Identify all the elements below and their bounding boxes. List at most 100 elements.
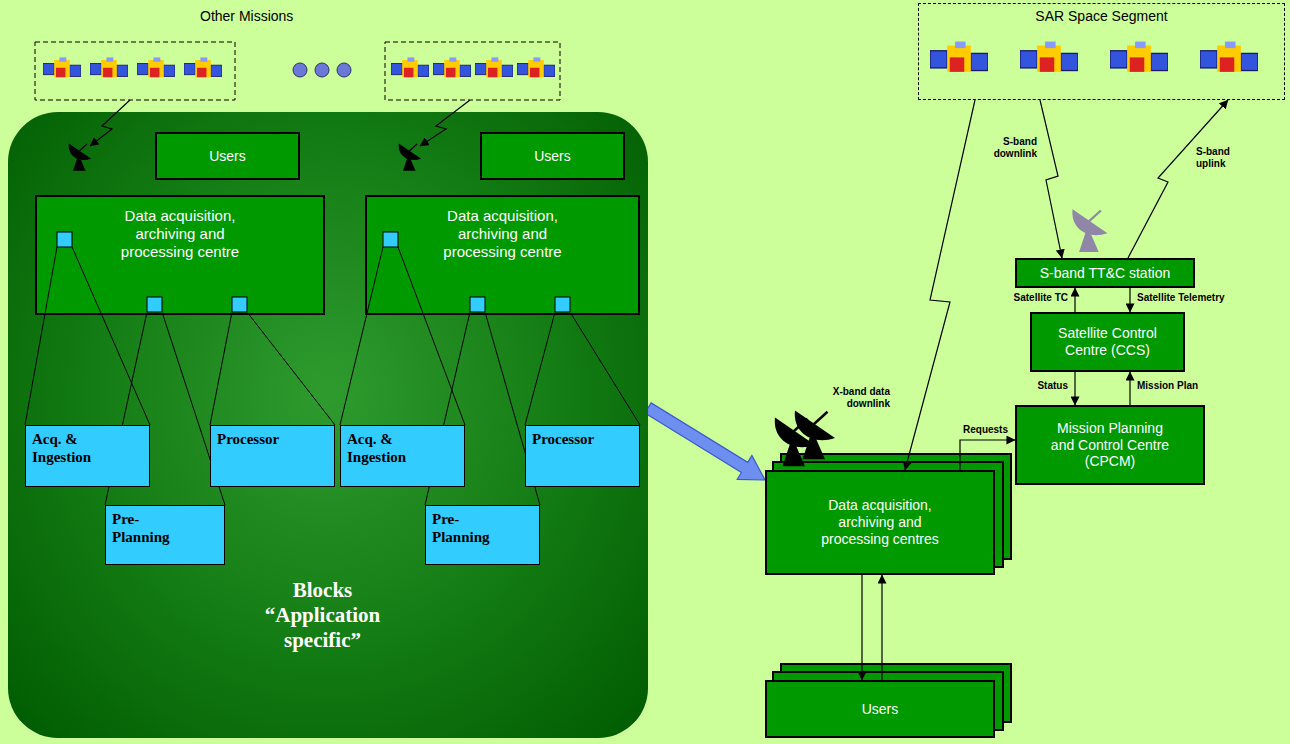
label-slot: S-band downlink [985, 136, 1037, 160]
flow-arrow [861, 575, 862, 680]
ellipsis-dot [337, 63, 351, 77]
satellite-icon [43, 57, 81, 77]
antenna-dish [69, 143, 92, 170]
antenna-dish [795, 411, 835, 460]
satellite-icon [184, 57, 222, 77]
flow-arrow [881, 575, 882, 680]
satellite-icon [137, 57, 175, 77]
radio-link [1040, 100, 1062, 258]
satellite-icon [517, 57, 555, 77]
zoom-line [247, 312, 335, 425]
antenna-dish [399, 143, 422, 170]
satellite-icon [391, 57, 429, 77]
block-label: Processor [532, 430, 612, 448]
mission-group [385, 42, 560, 100]
flow-arrow [1129, 288, 1130, 312]
zoom-line [398, 247, 465, 425]
box-label: Data acquisition, archiving and processi… [105, 207, 255, 261]
box-label: Users [209, 148, 246, 165]
block-label: Processor [217, 430, 297, 448]
radio-link [420, 100, 470, 146]
function-block: Acq. & Ingestion [25, 425, 150, 487]
function-block: Pre-Planning [425, 505, 540, 565]
satellite-icon [930, 42, 988, 72]
function-block: Processor [525, 425, 640, 487]
ellipsis-dot [315, 63, 329, 77]
users-box: Users [765, 680, 995, 738]
centre-box: Data acquisition, archiving and processi… [765, 470, 995, 575]
edge-label: Status [990, 380, 1068, 392]
function-block: Pre-Planning [105, 505, 225, 565]
satellite-icon [1020, 42, 1078, 72]
box-label: Satellite Control Centre (CCS) [1048, 325, 1168, 359]
edge-label: X-band data downlink [820, 386, 890, 410]
space-segment: SAR Space Segment [918, 3, 1285, 100]
box-label: Data acquisition, archiving and processi… [428, 207, 578, 261]
function-block: Acq. & Ingestion [340, 425, 465, 487]
block-label: Pre-Planning [112, 510, 192, 546]
centre-box: Data acquisition, archiving and processi… [35, 195, 325, 315]
label-slot: Other Missions [200, 8, 320, 25]
flow-arrow [1129, 372, 1130, 405]
function-block: Processor [210, 425, 335, 487]
ellipsis-dot [293, 63, 307, 77]
zoom-line [25, 247, 57, 425]
edge-label: Satellite Telemetry [1137, 292, 1237, 304]
edge-label: Satellite TC [990, 292, 1068, 304]
box-label: Mission Planning and Control Centre (CPC… [1045, 420, 1175, 470]
module-square [232, 297, 247, 312]
box-label: S-band TT&C station [1040, 265, 1170, 282]
zoom-line [72, 247, 150, 425]
label-slot: S-band uplink [1196, 146, 1246, 170]
control-centre-box: Satellite Control Centre (CCS) [1030, 312, 1185, 372]
block-arrow [645, 403, 765, 480]
satellite-icon [475, 57, 513, 77]
box-label: Users [534, 148, 571, 165]
edge-label: Mission Plan [1137, 380, 1237, 392]
centre-box: Data acquisition, archiving and processi… [365, 195, 640, 315]
flow-arrow [960, 440, 1015, 470]
satellite-icon [90, 57, 128, 77]
radio-link [905, 100, 975, 470]
box-label: Data acquisition, archiving and processi… [810, 497, 950, 547]
satellite-icon [1200, 42, 1258, 72]
label-slot: Satellite TC [990, 292, 1068, 304]
application-block: Blocks “Application specific” UsersData a… [8, 112, 648, 738]
ground-station-box: S-band TT&C station [1015, 258, 1195, 288]
group-caption: Other Missions [200, 8, 320, 25]
label-slot: Satellite Telemetry [1137, 292, 1237, 304]
zoom-line [570, 312, 640, 425]
label-slot: Requests [963, 424, 1015, 436]
edge-label: S-band downlink [985, 136, 1037, 160]
satellite-icon [1110, 42, 1168, 72]
label-slot: Status [990, 380, 1068, 392]
radio-link [90, 100, 130, 146]
block-label: Acq. & Ingestion [347, 430, 427, 466]
label-slot: X-band data downlink [820, 386, 890, 410]
block-label: Pre-Planning [432, 510, 512, 546]
radio-link [1128, 100, 1228, 258]
text-slot: Blocks “Application specific” [235, 578, 410, 654]
module-square [470, 297, 485, 312]
box-label: Users [862, 701, 899, 718]
users-box: Users [155, 132, 300, 180]
flow-arrow [1074, 372, 1075, 405]
zoom-line [340, 247, 383, 425]
mission-group [35, 42, 235, 100]
block-title: Blocks “Application specific” [235, 578, 410, 654]
group-label: SAR Space Segment [1035, 8, 1167, 25]
edge-label: S-band uplink [1196, 146, 1246, 170]
users-box: Users [480, 132, 625, 180]
block-label: Acq. & Ingestion [32, 430, 112, 466]
label-slot: Mission Plan [1137, 380, 1237, 392]
zoom-line [525, 312, 555, 425]
antenna-dish [1072, 209, 1107, 252]
module-square [383, 232, 398, 247]
zoom-line [210, 312, 232, 425]
module-square [555, 297, 570, 312]
flow-arrow [1074, 288, 1075, 312]
module-square [147, 297, 162, 312]
module-square [57, 232, 72, 247]
